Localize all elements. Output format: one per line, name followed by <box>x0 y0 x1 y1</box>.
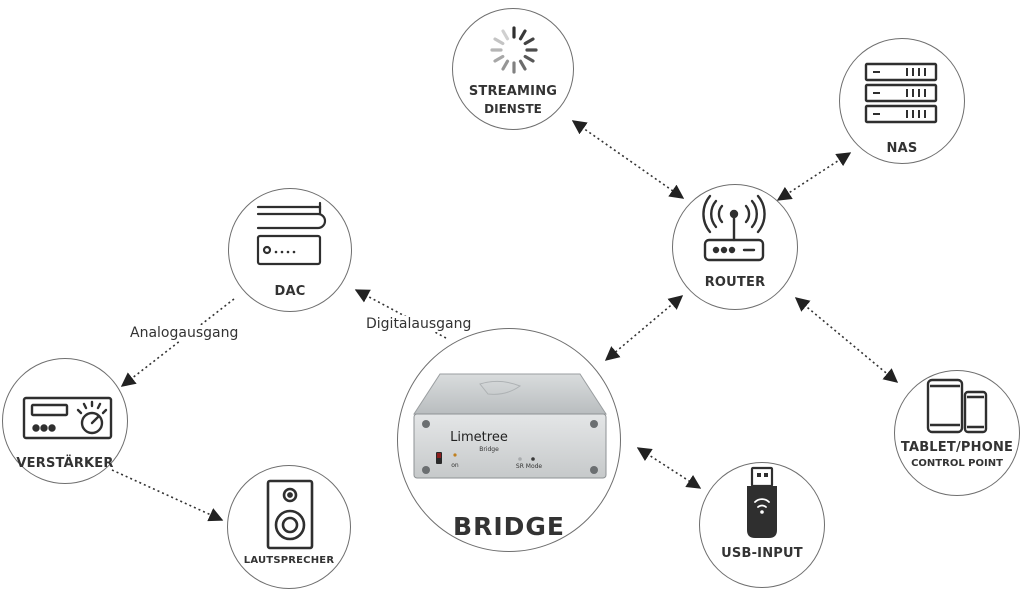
node-lautsprecher <box>227 465 351 589</box>
node-router <box>672 184 798 310</box>
edge-streaming-router <box>571 120 685 199</box>
edge-dac-verstarker <box>120 298 235 387</box>
edge-router-tablet <box>794 297 899 383</box>
usb-label: USB-INPUT <box>721 546 803 561</box>
nas-label: NAS <box>886 141 918 156</box>
lautsprecher-label: LAUTSPRECHER <box>243 555 335 566</box>
verstarker-label: VERSTÄRKER <box>16 456 114 471</box>
tablet-sublabel: CONTROL POINT <box>911 458 1003 469</box>
bridge-brand: Limetree <box>450 430 508 445</box>
edge-label-analog: Analogausgang <box>128 325 241 341</box>
edge-bridge-usb <box>636 447 702 489</box>
bridge-on-text: on <box>451 462 459 469</box>
edge-label-digital: Digitalausgang <box>364 316 474 332</box>
bridge-label: BRIDGE <box>453 512 565 541</box>
router-label: ROUTER <box>704 275 766 290</box>
node-usb <box>699 462 825 588</box>
node-tablet <box>894 370 1020 496</box>
tablet-label: TABLET/PHONE <box>900 440 1014 455</box>
streaming-sublabel: DIENSTE <box>484 102 542 116</box>
node-nas <box>839 38 965 164</box>
edge-router-bridge <box>604 295 684 361</box>
edge-verstarker-lautsprecher <box>111 469 224 522</box>
streaming-label: STREAMING <box>468 84 558 99</box>
bridge-model: Bridge <box>479 446 499 453</box>
edge-nas-router <box>776 152 852 201</box>
dac-label: DAC <box>274 284 306 299</box>
bridge-indicators-text: SR Mode <box>515 463 543 470</box>
